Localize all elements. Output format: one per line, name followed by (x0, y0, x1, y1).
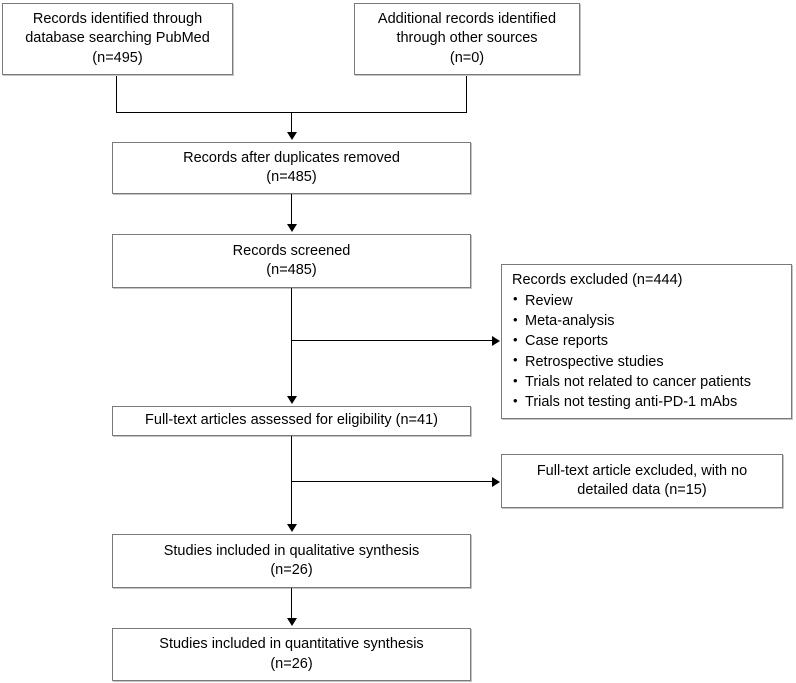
connector-screened-to-excluded (291, 340, 493, 341)
box-records-after-duplicates-removed-text: Records after duplicates removed (n=485) (113, 149, 470, 187)
box-fulltext-articles-assessed-text: Full-text articles assessed for eligibil… (113, 411, 470, 430)
records-excluded-reason-list: Review Meta-analysis Case reports Retros… (512, 290, 791, 413)
arrowhead-to-records-excluded (492, 336, 500, 346)
box-records-excluded: Records excluded (n=444) Review Meta-ana… (501, 264, 792, 419)
records-screened-line1: Records screened (232, 242, 351, 259)
box-records-after-duplicates-removed: Records after duplicates removed (n=485) (112, 142, 471, 194)
box-records-identified-database: Records identified through database sear… (2, 3, 233, 75)
arrowhead-to-quantitative (287, 618, 297, 626)
box-additional-records-identified: Additional records identified through ot… (354, 3, 580, 75)
connector-duplicates-to-screened (291, 194, 292, 226)
additional-records-line1: Additional records identified (377, 11, 557, 28)
records-identified-database-count: (n=495) (92, 49, 143, 66)
arrowhead-to-screened (287, 224, 297, 232)
arrowhead-to-fulltext-assessed (287, 396, 297, 404)
records-identified-database-line2: database searching PubMed (25, 30, 210, 47)
box-records-screened: Records screened (n=485) (112, 234, 471, 288)
records-excluded-heading: Records excluded (n=444) (512, 272, 683, 289)
fulltext-assessed-line1: Full-text articles assessed for eligibil… (145, 412, 438, 429)
arrowhead-to-fulltext-excluded (492, 477, 500, 487)
box-fulltext-article-excluded: Full-text article excluded, with no deta… (501, 454, 783, 508)
box-fulltext-articles-assessed: Full-text articles assessed for eligibil… (112, 406, 471, 436)
quantitative-synthesis-line1: Studies included in quantitative synthes… (159, 636, 424, 653)
box-studies-qualitative-synthesis-text: Studies included in qualitative synthesi… (113, 542, 470, 580)
additional-records-line2: through other sources (396, 30, 538, 47)
box-studies-quantitative-synthesis-text: Studies included in quantitative synthes… (113, 635, 470, 673)
duplicates-removed-count: (n=485) (266, 169, 317, 185)
records-excluded-reason: Trials not related to cancer patients (512, 372, 791, 392)
records-excluded-reason: Case reports (512, 331, 791, 351)
records-excluded-reason: Retrospective studies (512, 351, 791, 372)
arrowhead-to-duplicates (287, 132, 297, 140)
connector-db-down (116, 76, 117, 113)
arrowhead-to-qualitative (287, 524, 297, 532)
connector-other-down (466, 76, 467, 113)
fulltext-excluded-line1: Full-text article excluded, with no (536, 462, 748, 479)
connector-qualitative-to-quantitative (291, 588, 292, 620)
qualitative-synthesis-line1: Studies included in qualitative synthesi… (163, 542, 420, 559)
duplicates-removed-line1: Records after duplicates removed (183, 149, 400, 166)
records-excluded-reason: Review (512, 290, 791, 311)
box-additional-records-identified-text: Additional records identified through ot… (355, 10, 579, 67)
box-studies-quantitative-synthesis: Studies included in quantitative synthes… (112, 628, 471, 681)
box-studies-qualitative-synthesis: Studies included in qualitative synthesi… (112, 534, 471, 588)
box-records-screened-text: Records screened (n=485) (113, 242, 470, 280)
records-identified-database-line1: Records identified through (32, 11, 203, 28)
box-records-identified-database-text: Records identified through database sear… (3, 10, 232, 67)
connector-assessed-to-fulltext-excluded (291, 481, 493, 482)
fulltext-excluded-line2: detailed data (n=15) (577, 482, 707, 498)
box-fulltext-article-excluded-text: Full-text article excluded, with no deta… (502, 462, 782, 500)
additional-records-count: (n=0) (449, 49, 485, 66)
box-records-excluded-text: Records excluded (n=444) Review Meta-ana… (502, 270, 791, 412)
records-excluded-reason: Trials not testing anti-PD-1 mAbs (512, 392, 791, 412)
connector-screened-down (291, 288, 292, 398)
connector-merge-to-duplicates (291, 112, 292, 134)
quantitative-synthesis-count: (n=26) (270, 655, 313, 672)
qualitative-synthesis-count: (n=26) (270, 562, 313, 578)
records-screened-count: (n=485) (266, 262, 317, 278)
records-excluded-reason: Meta-analysis (512, 311, 791, 331)
